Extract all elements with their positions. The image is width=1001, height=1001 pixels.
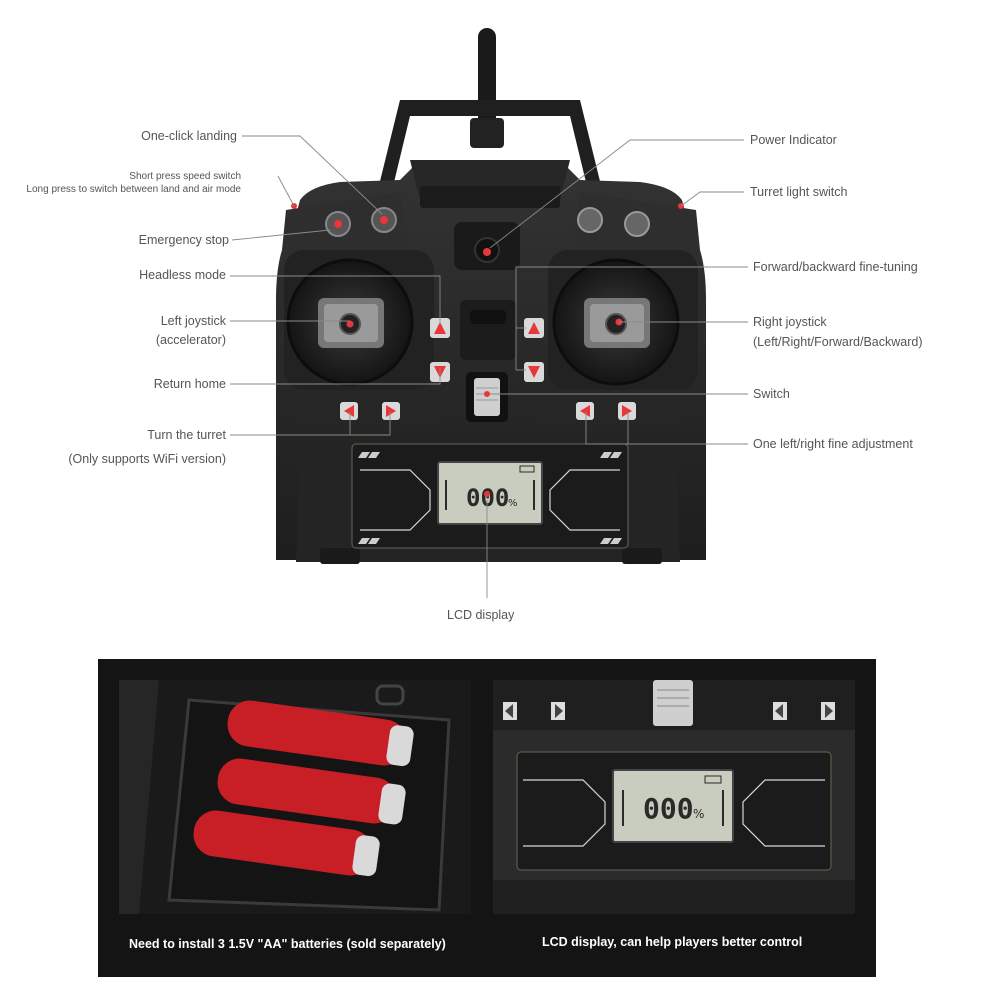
battery-3 xyxy=(193,810,380,877)
power-indicator-light xyxy=(454,222,520,270)
label-fine-adjustment: One left/right fine adjustment xyxy=(753,437,913,451)
controller-illustration: 000 % xyxy=(230,28,748,598)
right-shoulder-button[interactable] xyxy=(577,207,603,233)
label-headless-mode: Headless mode xyxy=(139,268,226,282)
leader-lines xyxy=(230,135,748,598)
caption-lcd: LCD display, can help players better con… xyxy=(542,935,803,949)
fine-adjust-right-button[interactable] xyxy=(618,402,636,420)
label-switch: Switch xyxy=(753,387,790,401)
label-turn-turret-2: (Only supports WiFi version) xyxy=(68,452,226,466)
battery-1 xyxy=(227,700,414,767)
lcd-closeup-reading: 000 xyxy=(643,792,694,825)
label-left-joystick-2: (accelerator) xyxy=(155,333,226,347)
label-return-home: Return home xyxy=(153,377,226,391)
left-joystick[interactable] xyxy=(284,250,434,390)
label-turn-turret-1: Turn the turret xyxy=(147,428,226,442)
right-joystick[interactable] xyxy=(548,250,698,390)
label-right-joystick-2: (Left/Right/Forward/Backward) xyxy=(753,335,923,349)
fine-adjust-left-button[interactable] xyxy=(576,402,594,420)
emergency-stop-button[interactable] xyxy=(325,211,351,237)
label-power-indicator: Power Indicator xyxy=(750,133,837,147)
label-emergency-stop: Emergency stop xyxy=(138,233,229,247)
lcd-screen: 000 % xyxy=(437,461,543,525)
forward-fine-tune-button[interactable] xyxy=(524,318,544,338)
headless-mode-button[interactable] xyxy=(430,318,450,338)
label-speed-switch-1: Short press speed switch xyxy=(129,171,241,182)
lcd-closeup: 000 % xyxy=(493,680,855,914)
backward-fine-tune-button[interactable] xyxy=(524,362,544,382)
label-turret-light-switch: Turret light switch xyxy=(750,185,848,199)
label-one-click-landing: One-click landing xyxy=(141,129,237,143)
bottom-panel: 000 % Need to install 3 1.5V "AA" batter… xyxy=(98,659,876,977)
battery-2 xyxy=(217,758,406,825)
lcd-closeup-photo: 000 % xyxy=(493,680,855,914)
lcd-unit: % xyxy=(508,498,518,509)
lcd-closeup-unit: % xyxy=(693,807,704,821)
antenna xyxy=(470,28,504,148)
battery-photo xyxy=(119,680,471,914)
one-click-landing-button[interactable] xyxy=(371,207,397,233)
label-fine-tuning: Forward/backward fine-tuning xyxy=(753,260,918,274)
label-right-joystick-1: Right joystick xyxy=(753,315,827,329)
turn-turret-right-button[interactable] xyxy=(382,402,400,420)
turret-light-switch-button[interactable] xyxy=(624,211,650,237)
label-left-joystick-1: Left joystick xyxy=(160,314,226,328)
caption-batteries: Need to install 3 1.5V "AA" batteries (s… xyxy=(129,937,446,951)
turn-turret-left-button[interactable] xyxy=(340,402,358,420)
battery-compartment xyxy=(119,680,471,914)
label-lcd-display: LCD display xyxy=(447,608,515,622)
label-speed-switch-2: Long press to switch between land and ai… xyxy=(26,184,241,195)
slide-switch[interactable] xyxy=(466,372,508,422)
lcd-reading: 000 xyxy=(466,484,509,512)
